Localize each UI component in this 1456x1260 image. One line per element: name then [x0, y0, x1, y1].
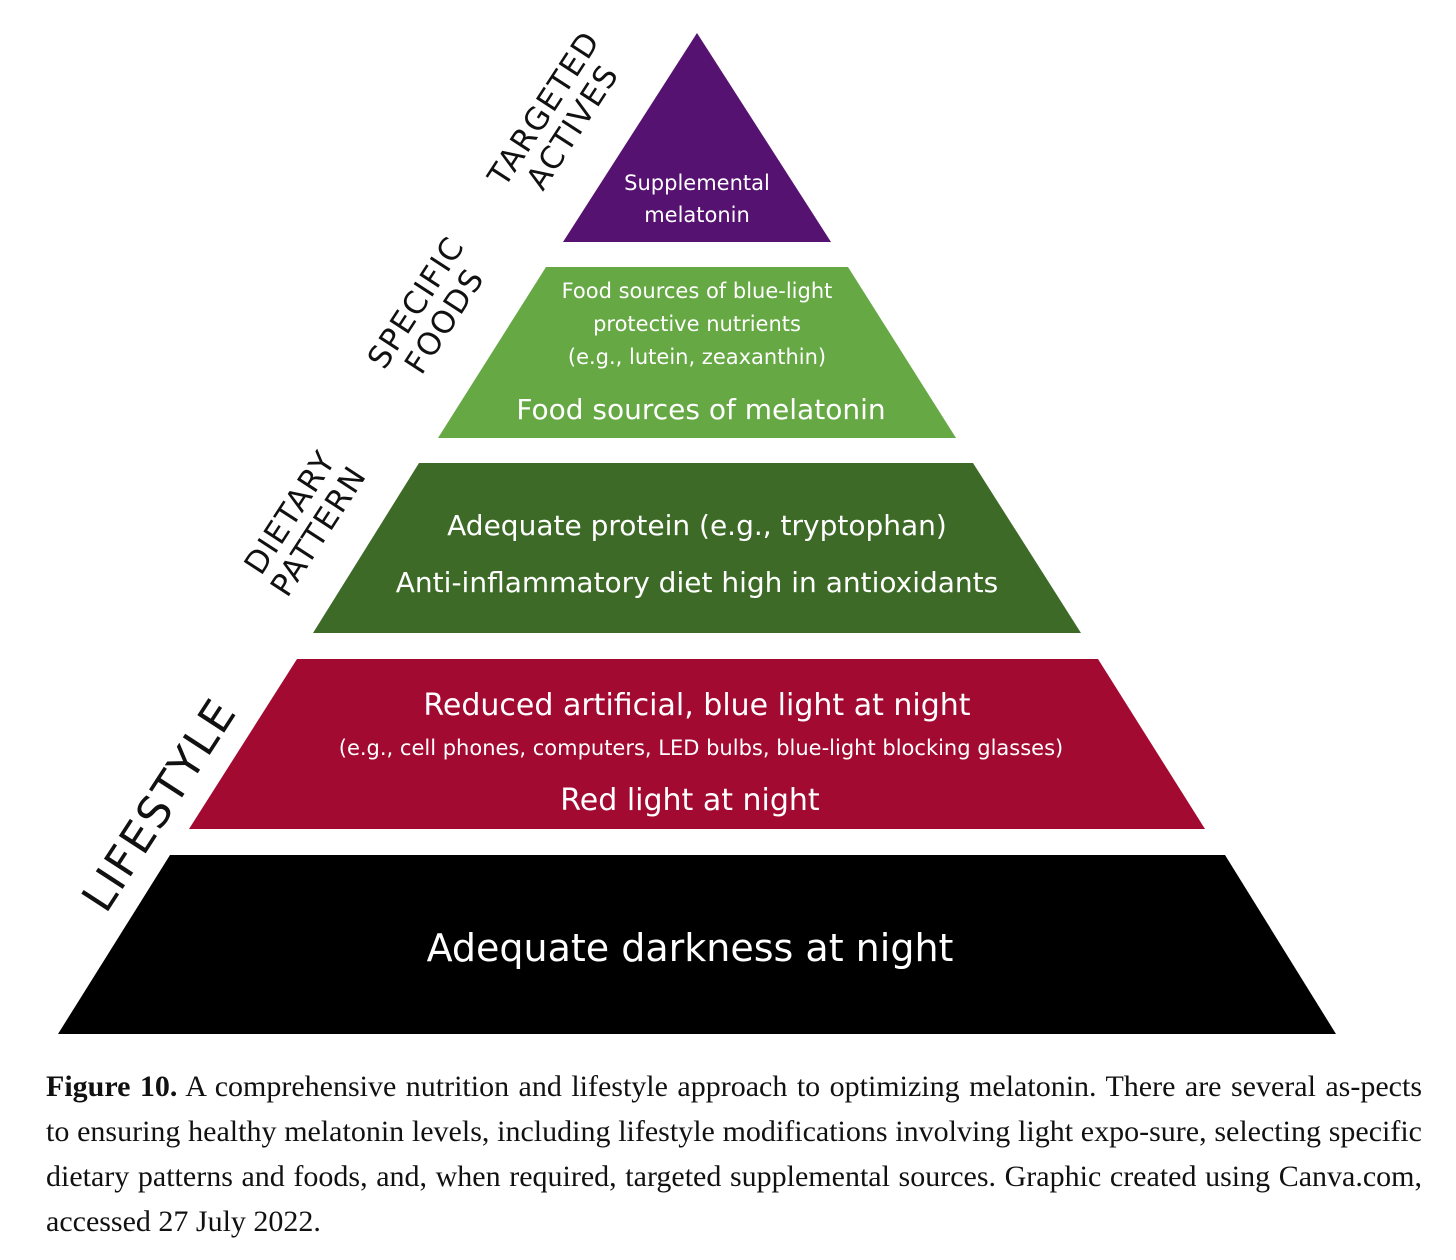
tier-specific-foods	[438, 267, 956, 438]
tier-dietary-pattern	[313, 463, 1081, 633]
tier-specific-foods-main-line: Food sources of melatonin	[516, 393, 885, 426]
melatonin-pyramid: Supplemental melatonin TARGETED ACTIVES …	[58, 25, 1336, 1034]
tier-targeted-actives-line-1: Supplemental	[624, 171, 770, 195]
tier-targeted-actives	[563, 33, 831, 242]
tier-specific-foods-line-2: protective nutrients	[593, 312, 801, 336]
tier-dietary-pattern-line-2: Anti-inflammatory diet high in antioxida…	[396, 566, 998, 599]
figure-caption-label: Figure 10.	[46, 1070, 178, 1103]
side-label-specific-foods: SPECIFIC FOODS	[361, 230, 492, 380]
tier-lifestyle-dark	[58, 855, 1336, 1034]
tier-lifestyle-light-line-2: (e.g., cell phones, computers, LED bulbs…	[339, 736, 1063, 760]
tier-specific-foods-line-3: (e.g., lutein, zeaxanthin)	[568, 345, 826, 369]
tier-dietary-pattern-line-1: Adequate protein (e.g., tryptophan)	[447, 509, 947, 542]
tier-specific-foods-line-1: Food sources of blue-light	[562, 279, 833, 303]
figure-caption-text: A comprehensive nutrition and lifestyle …	[46, 1070, 1422, 1238]
tier-lifestyle-light-line-3: Red light at night	[560, 783, 820, 818]
tier-lifestyle-dark-line-1: Adequate darkness at night	[427, 926, 954, 970]
tier-lifestyle-light-line-1: Reduced artificial, blue light at night	[423, 688, 970, 723]
tier-targeted-actives-line-2: melatonin	[644, 203, 750, 227]
tier-lifestyle-light	[189, 659, 1205, 829]
figure-caption: Figure 10. A comprehensive nutrition and…	[46, 1064, 1422, 1244]
